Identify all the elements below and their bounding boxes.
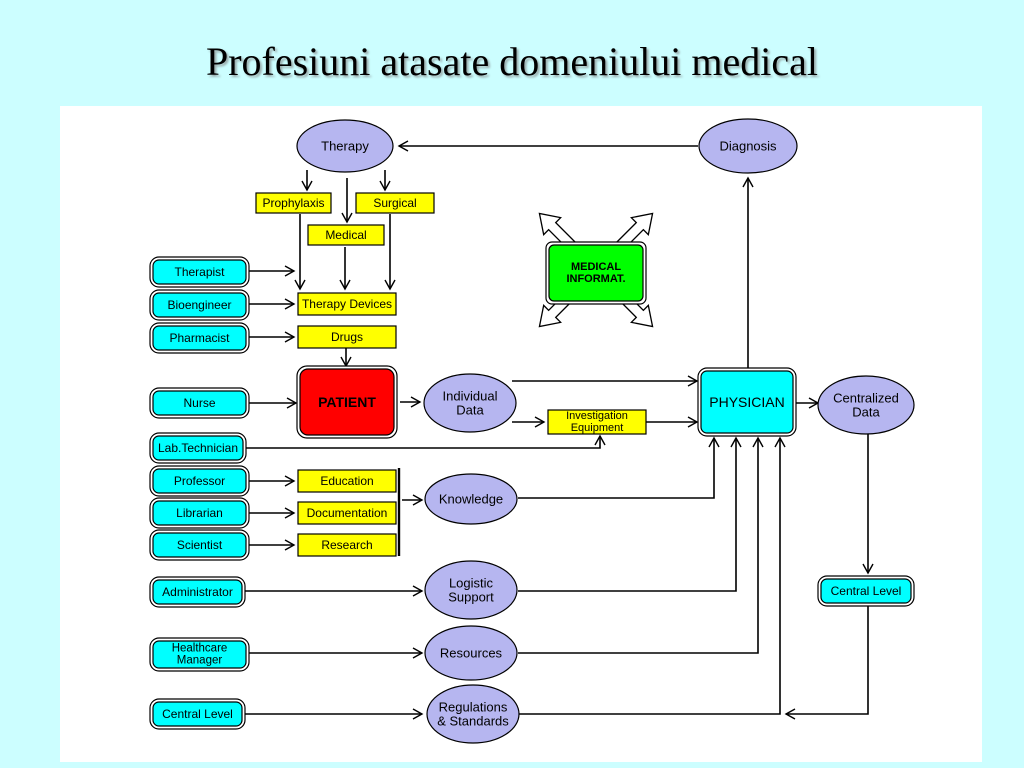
therapy-devices-box-label: Therapy Devices	[302, 297, 392, 311]
scientist-box-label: Scientist	[177, 538, 223, 552]
surgical-box: Surgical	[355, 192, 435, 214]
regulations-ellipse: Regulations& Standards	[426, 684, 520, 744]
investigation-equipment-box-label: Equipment	[571, 422, 624, 434]
medical-box-label: Medical	[325, 228, 366, 242]
scientist-box: Scientist	[149, 529, 250, 561]
regulations-ellipse-label: Regulations	[439, 699, 508, 714]
therapy-ellipse-label: Therapy	[321, 139, 369, 154]
medical-informatics-box-label: INFORMAT.	[566, 273, 625, 285]
central-level-left-box-label: Central Level	[162, 707, 233, 721]
logistic-support-ellipse-label: Support	[448, 590, 494, 605]
bioengineer-box: Bioengineer	[149, 289, 250, 321]
librarian-box: Librarian	[149, 497, 250, 529]
bioengineer-box-label: Bioengineer	[167, 298, 231, 312]
knowledge-ellipse: Knowledge	[424, 473, 518, 525]
patient-box-label: PATIENT	[318, 394, 376, 410]
resources-ellipse-label: Resources	[440, 646, 503, 661]
medical-informatics-box-label: MEDICAL	[571, 261, 621, 273]
education-box-label: Education	[320, 474, 373, 488]
prophylaxis-box: Prophylaxis	[255, 192, 332, 214]
resources-ellipse: Resources	[424, 625, 518, 681]
central-level-right-box-label: Central Level	[831, 584, 902, 598]
documentation-box: Documentation	[297, 501, 397, 525]
knowledge-ellipse-label: Knowledge	[439, 492, 503, 507]
slide-title: Profesiuni atasate domeniului medical	[205, 39, 819, 84]
healthcare-manager-box-label: Manager	[177, 655, 223, 667]
pharmacist-box-label: Pharmacist	[169, 331, 230, 345]
surgical-box-label: Surgical	[373, 196, 416, 210]
pharmacist-box: Pharmacist	[149, 322, 250, 354]
therapist-box: Therapist	[149, 256, 250, 288]
patient-box: PATIENT	[296, 365, 398, 439]
physician-box: PHYSICIAN	[697, 367, 797, 437]
librarian-box-label: Librarian	[176, 506, 223, 520]
drugs-box-label: Drugs	[331, 330, 363, 344]
healthcare-manager-box-label: Healthcare	[172, 642, 228, 654]
centralized-data-ellipse-label: Data	[852, 405, 880, 420]
professor-box-label: Professor	[174, 474, 225, 488]
diagnosis-ellipse: Diagnosis	[698, 118, 798, 174]
professor-box: Professor	[149, 465, 250, 497]
education-box: Education	[297, 469, 397, 493]
centralized-data-ellipse-label: Centralized	[833, 390, 899, 405]
individual-data-ellipse-label: Data	[456, 403, 484, 418]
nurse-box: Nurse	[149, 387, 250, 419]
drugs-box: Drugs	[297, 325, 397, 349]
individual-data-ellipse-label: Individual	[443, 388, 498, 403]
lab-technician-box: Lab.Technician	[149, 432, 247, 464]
medical-box: Medical	[307, 224, 385, 246]
therapy-devices-box: Therapy Devices	[297, 292, 397, 316]
therapy-ellipse: Therapy	[296, 119, 394, 173]
regulations-ellipse-label: & Standards	[437, 714, 509, 729]
investigation-equipment-box-label: Investigation	[566, 410, 628, 422]
logistic-support-ellipse-label: Logistic	[449, 575, 494, 590]
administrator-box-label: Administrator	[162, 585, 233, 599]
connector-arrows	[245, 140, 874, 720]
central-level-right-box: Central Level	[817, 575, 915, 607]
administrator-box: Administrator	[149, 576, 246, 608]
documentation-box-label: Documentation	[307, 506, 388, 520]
nurse-box-label: Nurse	[183, 396, 215, 410]
physician-box-label: PHYSICIAN	[709, 394, 784, 410]
research-box-label: Research	[321, 538, 372, 552]
prophylaxis-box-label: Prophylaxis	[262, 196, 324, 210]
lab-technician-box-label: Lab.Technician	[158, 441, 238, 455]
diagnosis-ellipse-label: Diagnosis	[719, 139, 777, 154]
central-level-left-box: Central Level	[149, 698, 246, 730]
research-box: Research	[297, 533, 397, 557]
therapist-box-label: Therapist	[174, 265, 225, 279]
